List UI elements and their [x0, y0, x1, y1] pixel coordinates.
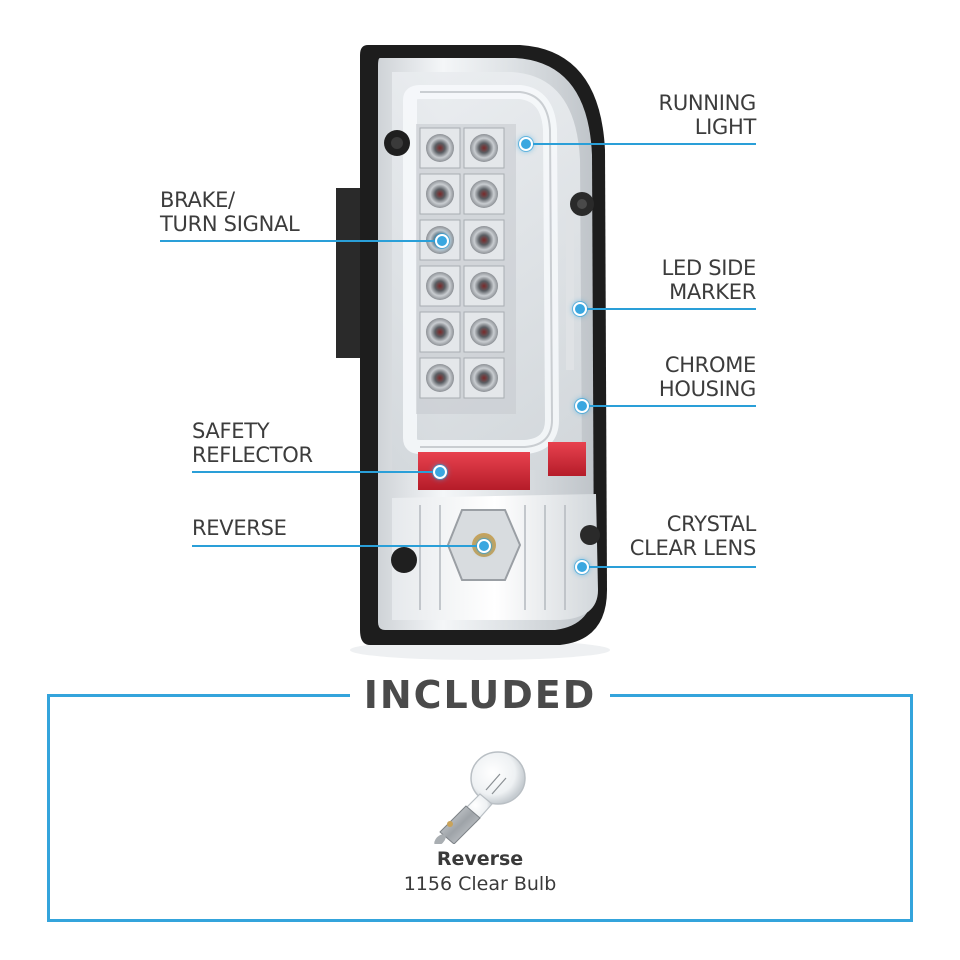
bulb-description: 1156 Clear Bulb — [403, 873, 557, 895]
led-bulb — [470, 364, 498, 392]
led-bulb — [470, 226, 498, 254]
led-bulb — [470, 318, 498, 346]
callout-dot-led-side-marker — [573, 302, 587, 316]
callout-line-crystal-clear-lens — [582, 566, 756, 568]
callout-brake-turn-signal: BRAKE/ TURN SIGNAL — [160, 188, 300, 236]
callout-running-light: RUNNING LIGHT — [658, 91, 757, 139]
led-bulb — [426, 318, 454, 346]
callout-reverse: REVERSE — [192, 516, 287, 540]
callout-dot-crystal-clear-lens — [575, 560, 589, 574]
callout-line-brake-turn-signal — [160, 240, 442, 242]
callout-line-reverse — [192, 545, 484, 547]
callout-dot-reverse — [477, 539, 491, 553]
led-bulb — [426, 180, 454, 208]
callout-led-side-marker: LED SIDE MARKER — [661, 256, 757, 304]
led-bulb — [426, 134, 454, 162]
callout-dot-brake-turn-signal — [435, 234, 449, 248]
led-bulb — [426, 272, 454, 300]
callout-dot-running-light — [519, 137, 533, 151]
led-bulb — [470, 180, 498, 208]
callout-line-chrome-housing — [582, 405, 756, 407]
callout-line-running-light — [526, 143, 756, 145]
tail-light-illustration — [336, 45, 610, 660]
bulb-icon — [434, 751, 526, 844]
callout-safety-reflector: SAFETY REFLECTOR — [192, 419, 313, 467]
led-bulb — [426, 364, 454, 392]
callout-crystal-clear-lens: CRYSTAL CLEAR LENS — [629, 512, 757, 560]
led-array — [416, 124, 516, 414]
led-bulb — [470, 272, 498, 300]
bulb-name: Reverse — [436, 848, 524, 870]
callout-line-led-side-marker — [580, 308, 756, 310]
callout-dot-safety-reflector — [433, 465, 447, 479]
led-bulb — [470, 134, 498, 162]
callout-dot-chrome-housing — [575, 399, 589, 413]
callout-line-safety-reflector — [192, 471, 440, 473]
callout-chrome-housing: CHROME HOUSING — [658, 353, 756, 401]
included-title: INCLUDED — [350, 670, 610, 720]
